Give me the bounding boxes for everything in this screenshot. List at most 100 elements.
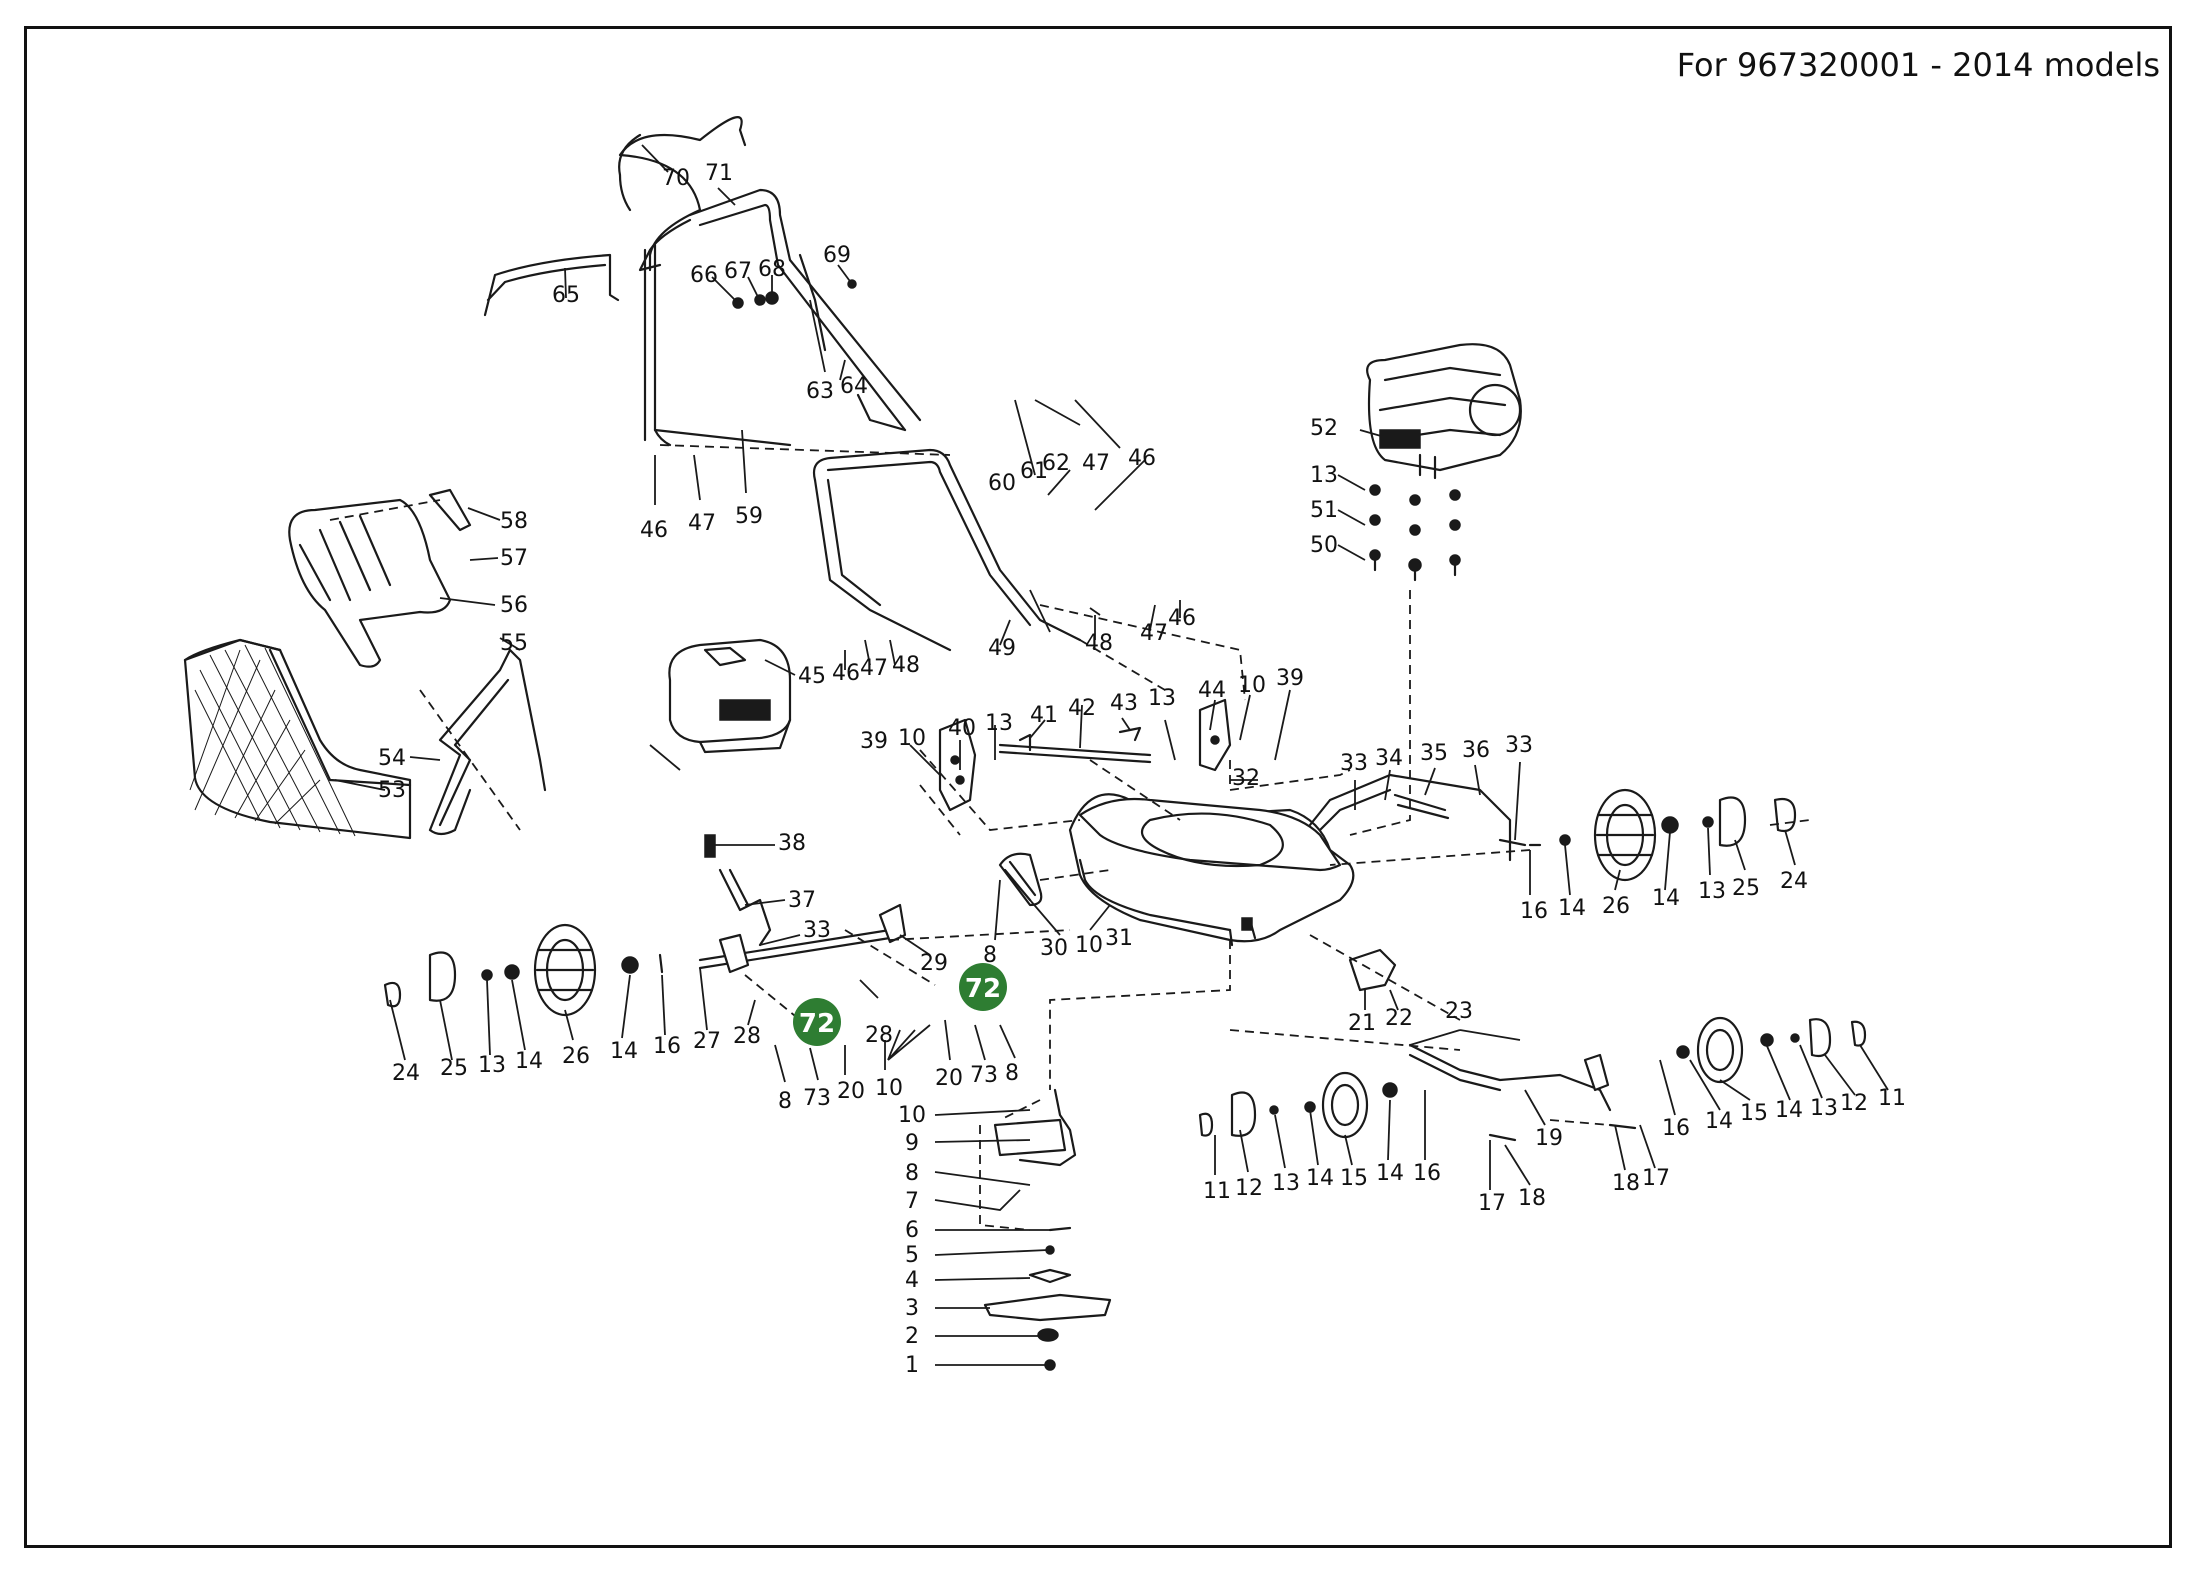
part-label: 13	[1310, 463, 1338, 488]
right-rear-wheel	[1528, 788, 1797, 882]
front-right-wheel	[1676, 1016, 1867, 1084]
part-label: 3	[905, 1296, 919, 1321]
part-label: 66	[690, 263, 718, 288]
part-label: 38	[778, 831, 806, 856]
part-label: 71	[705, 161, 733, 186]
part-label: 39	[860, 729, 888, 754]
part-label: 16	[1662, 1116, 1690, 1141]
part-label: 47	[1082, 451, 1110, 476]
bag-handle-58	[428, 488, 472, 532]
part-label: 40	[948, 716, 976, 741]
bag-frame	[428, 648, 547, 836]
part-label: 11	[1203, 1179, 1231, 1204]
part-label: 10	[898, 726, 926, 751]
bag-top-cover	[288, 498, 452, 668]
part-label: 33	[1340, 751, 1368, 776]
part-label: 16	[653, 1034, 681, 1059]
part-label: 33	[1505, 733, 1533, 758]
part-label: 48	[1085, 631, 1113, 656]
part-label: 62	[1042, 451, 1070, 476]
part-label: 2	[905, 1324, 919, 1349]
part-label: 20	[935, 1066, 963, 1091]
left-rear-wheel	[383, 923, 664, 1017]
highlight-badge: 72	[793, 998, 841, 1046]
engine-bolts	[1369, 484, 1461, 582]
part-label: 69	[823, 243, 851, 268]
part-label: 37	[788, 888, 816, 913]
part-label: 24	[392, 1061, 420, 1086]
part-label: 10	[898, 1103, 926, 1128]
part-label: 6	[905, 1218, 919, 1243]
part-label: 13	[1698, 879, 1726, 904]
part-label: 46	[1168, 606, 1196, 631]
engine	[1366, 343, 1522, 480]
part-label: 13	[1148, 686, 1176, 711]
part-label: 8	[983, 943, 997, 968]
part-label: 11	[1878, 1086, 1906, 1111]
pivot-22	[1348, 948, 1397, 992]
part-label: 29	[920, 951, 948, 976]
part-label: 52	[1310, 416, 1338, 441]
part-label: 42	[1068, 696, 1096, 721]
part-label: 16	[1520, 899, 1548, 924]
assembly-lines	[329, 444, 1811, 1231]
highlight-badge-circle-1	[793, 998, 841, 1046]
highlight-badge-label-1: 72	[799, 1009, 835, 1039]
part-label: 8	[778, 1089, 792, 1114]
part-label: 73	[803, 1086, 831, 1111]
part-label: 36	[1462, 738, 1490, 763]
rear-axle-33-36	[1308, 773, 1527, 862]
part-label: 65	[552, 283, 580, 308]
part-label: 45	[798, 664, 826, 689]
part-label: 13	[1810, 1096, 1838, 1121]
part-label: 55	[500, 631, 528, 656]
part-label: 54	[378, 746, 406, 771]
part-label: 17	[1478, 1191, 1506, 1216]
model-caption: For 967320001 - 2014 models	[1676, 46, 2160, 84]
front-axle-19	[1408, 1043, 1637, 1142]
part-label: 21	[1348, 1011, 1376, 1036]
part-label: 1	[905, 1353, 919, 1378]
part-label: 14	[1558, 896, 1586, 921]
part-label: 8	[905, 1161, 919, 1186]
part-label: 64	[840, 374, 868, 399]
leader-lines	[334, 144, 1889, 1366]
left-axle	[698, 928, 892, 974]
part-label: 30	[1040, 936, 1068, 961]
part-label: 7	[905, 1189, 919, 1214]
blade-stack	[983, 1088, 1112, 1371]
part-label: 26	[1602, 894, 1630, 919]
handle-bar-65	[483, 253, 620, 317]
spring-38	[704, 834, 716, 858]
part-label: 4	[905, 1268, 919, 1293]
part-label: 70	[662, 166, 690, 191]
part-label: 48	[892, 653, 920, 678]
part-label: 26	[562, 1044, 590, 1069]
part-label: 13	[985, 711, 1013, 736]
part-label: 63	[806, 379, 834, 404]
part-label: 14	[1775, 1098, 1803, 1123]
part-label: 14	[1652, 886, 1680, 911]
rear-flap-30	[998, 852, 1043, 907]
part-labels: 70 71 65 66 67 68 69 63 64 46 47 59 61 6…	[378, 161, 1906, 1378]
diagram-frame	[24, 26, 2172, 1548]
part-label: 24	[1780, 869, 1808, 894]
part-label: 8	[1005, 1061, 1019, 1086]
part-label: 56	[500, 593, 528, 618]
part-label: 14	[610, 1039, 638, 1064]
part-label: 13	[478, 1053, 506, 1078]
part-label: 58	[500, 509, 528, 534]
part-label: 46	[832, 661, 860, 686]
part-label: 67	[724, 259, 752, 284]
part-label: 10	[875, 1076, 903, 1101]
part-label: 5	[905, 1243, 919, 1268]
upper-handle	[618, 116, 922, 447]
lower-handle	[812, 448, 1082, 652]
part-label: 44	[1198, 678, 1226, 703]
part-label: 41	[1030, 703, 1058, 728]
part-label: 46	[1128, 446, 1156, 471]
part-label: 28	[865, 1023, 893, 1048]
part-label: 19	[1535, 1126, 1563, 1151]
part-label: 27	[693, 1029, 721, 1054]
